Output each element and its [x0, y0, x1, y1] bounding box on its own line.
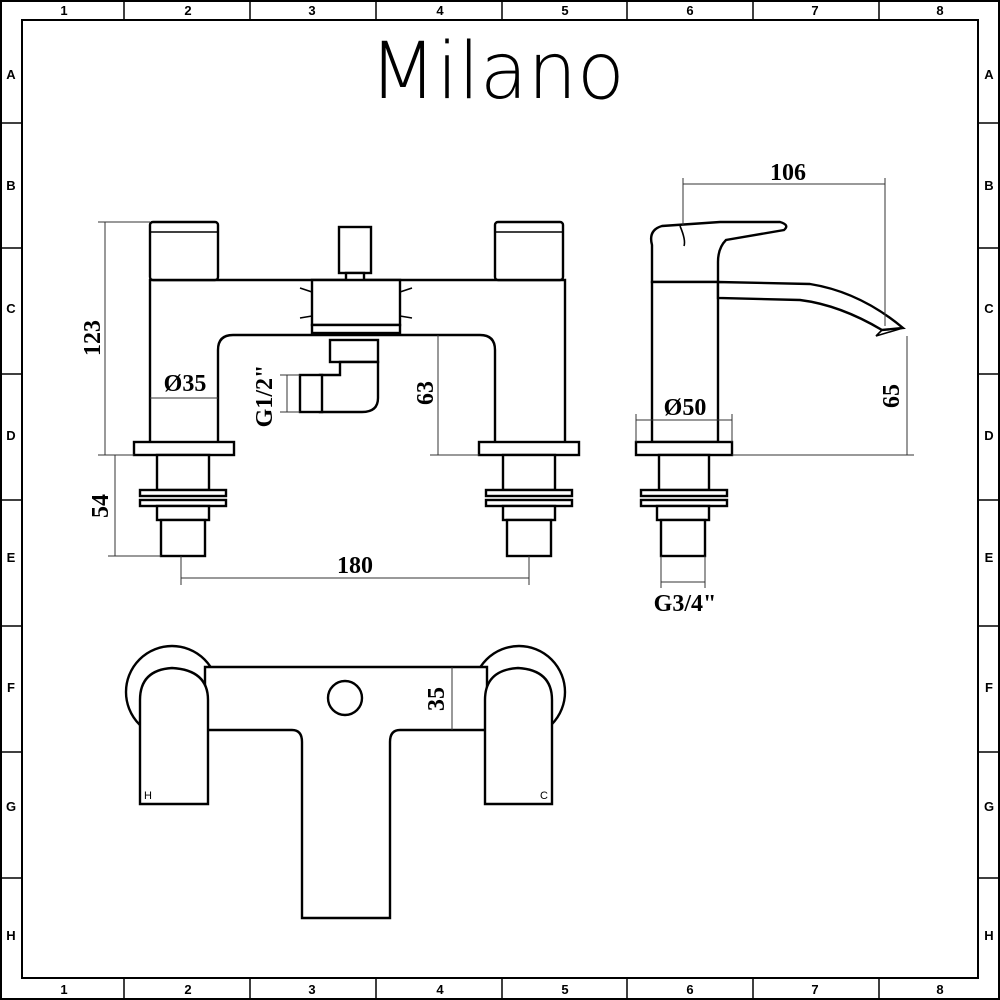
side-shank-upper	[657, 453, 711, 492]
right-shank-upper	[501, 453, 557, 492]
row-label: A	[6, 67, 16, 82]
dim-side-spout-height: 65	[879, 384, 905, 408]
row-label: B	[984, 178, 993, 193]
outlet-thread-body	[298, 373, 324, 414]
col-label: 7	[811, 3, 818, 18]
col-label: 3	[308, 982, 315, 997]
col-label: 1	[60, 3, 67, 18]
diverter-knob	[337, 225, 373, 275]
col-label: 4	[436, 982, 444, 997]
row-label: A	[984, 67, 994, 82]
row-label: F	[985, 680, 993, 695]
outlet-nut	[328, 338, 380, 364]
left-nut	[155, 504, 211, 522]
left-base-plate	[132, 440, 236, 457]
row-label: E	[7, 550, 16, 565]
col-label: 2	[184, 3, 191, 18]
left-shank-upper	[155, 453, 211, 492]
cold-mark: C	[540, 790, 548, 802]
side-nut	[655, 504, 711, 522]
left-shank-lower	[159, 518, 207, 558]
col-label: 5	[561, 3, 568, 18]
col-label: 6	[686, 982, 693, 997]
drawing-title: Milano	[369, 27, 625, 117]
col-label: 8	[936, 982, 943, 997]
bridge-body	[148, 278, 567, 447]
side-body	[650, 280, 720, 444]
row-label: G	[984, 799, 994, 814]
col-label: 6	[686, 3, 693, 18]
row-label: D	[984, 428, 993, 443]
row-label: H	[6, 928, 15, 943]
dim-shank-length: 54	[88, 494, 114, 518]
row-label: C	[6, 301, 16, 316]
col-label: 5	[561, 982, 568, 997]
side-washer-1	[639, 488, 729, 498]
right-washer-1	[484, 488, 574, 498]
dim-inlet-thread: G3/4"	[654, 591, 717, 617]
outlet-elbow	[318, 360, 380, 414]
right-shank-lower	[505, 518, 553, 558]
row-label: G	[6, 799, 16, 814]
plan-view	[124, 644, 567, 920]
side-elevation	[634, 178, 914, 588]
row-label: H	[984, 928, 993, 943]
col-label: 3	[308, 3, 315, 18]
front-elevation	[98, 220, 581, 585]
side-spout	[716, 280, 906, 332]
side-shank-lower	[659, 518, 707, 558]
left-handle	[148, 220, 220, 282]
row-label: F	[7, 680, 15, 695]
aerator	[310, 323, 402, 335]
right-base-plate	[477, 440, 581, 457]
dim-body-diameter: Ø35	[164, 371, 207, 397]
row-labels-right: A B C D E F G H	[984, 67, 994, 943]
column-labels-top: 1 2 3 4 5 6 7 8	[60, 3, 943, 18]
plan-left-handle	[138, 666, 210, 806]
dim-spout-reach: 106	[770, 160, 806, 186]
dim-overall-height: 123	[80, 320, 106, 356]
plan-diverter	[326, 679, 364, 717]
dim-outlet-thread: G1/2"	[252, 365, 278, 428]
plan-right-handle	[483, 666, 554, 806]
column-labels-bottom: 1 2 3 4 5 6 7 8	[60, 982, 943, 997]
row-labels-left: A B C D E F G H	[6, 67, 16, 943]
side-base-plate	[634, 440, 734, 457]
col-label: 8	[936, 3, 943, 18]
right-nut	[501, 504, 557, 522]
dim-plan-depth: 35	[424, 687, 450, 711]
col-label: 1	[60, 982, 67, 997]
plan-body	[203, 665, 489, 920]
row-label: C	[984, 301, 994, 316]
row-label: E	[985, 550, 994, 565]
right-handle	[493, 220, 565, 282]
hot-mark: H	[144, 790, 152, 802]
col-label: 4	[436, 3, 444, 18]
dim-spout-clearance: 63	[413, 381, 439, 405]
left-washer-1	[138, 488, 228, 498]
side-handle	[649, 220, 788, 284]
col-label: 2	[184, 982, 191, 997]
col-label: 7	[811, 982, 818, 997]
dim-base-diameter: Ø50	[664, 395, 707, 421]
row-label: B	[6, 178, 15, 193]
dim-centres: 180	[337, 553, 373, 579]
spout-front	[310, 278, 402, 327]
row-label: D	[6, 428, 15, 443]
